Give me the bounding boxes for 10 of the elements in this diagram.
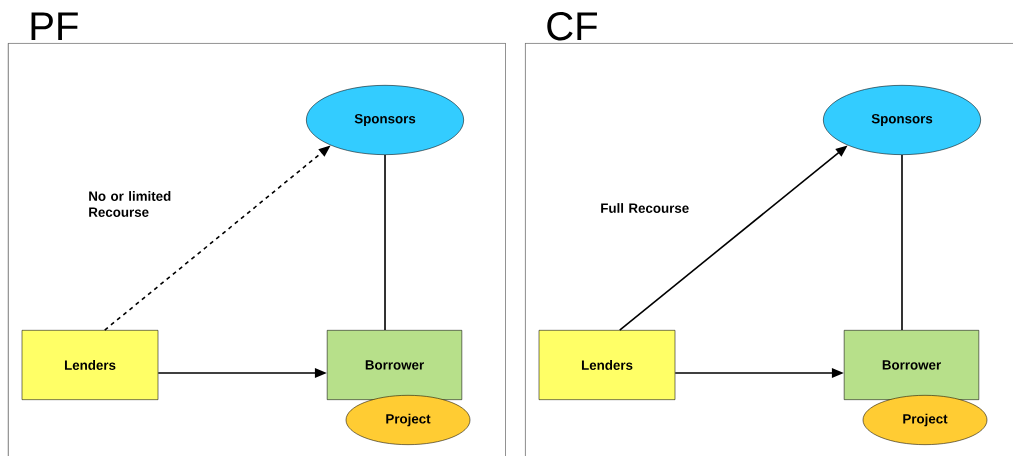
lender-box: Lenders <box>538 330 676 400</box>
edge-label: Full Recourse <box>601 203 689 213</box>
connector-line <box>901 154 903 331</box>
panel-title: CF <box>547 12 597 41</box>
connector-line <box>384 154 386 331</box>
edge-label: No or limited Recourse <box>89 191 171 217</box>
panel-title: PF <box>31 12 78 40</box>
borrower-box: Borrower <box>843 330 980 400</box>
borrower-box: Borrower <box>326 330 463 400</box>
lender-box: Lenders <box>21 330 159 400</box>
